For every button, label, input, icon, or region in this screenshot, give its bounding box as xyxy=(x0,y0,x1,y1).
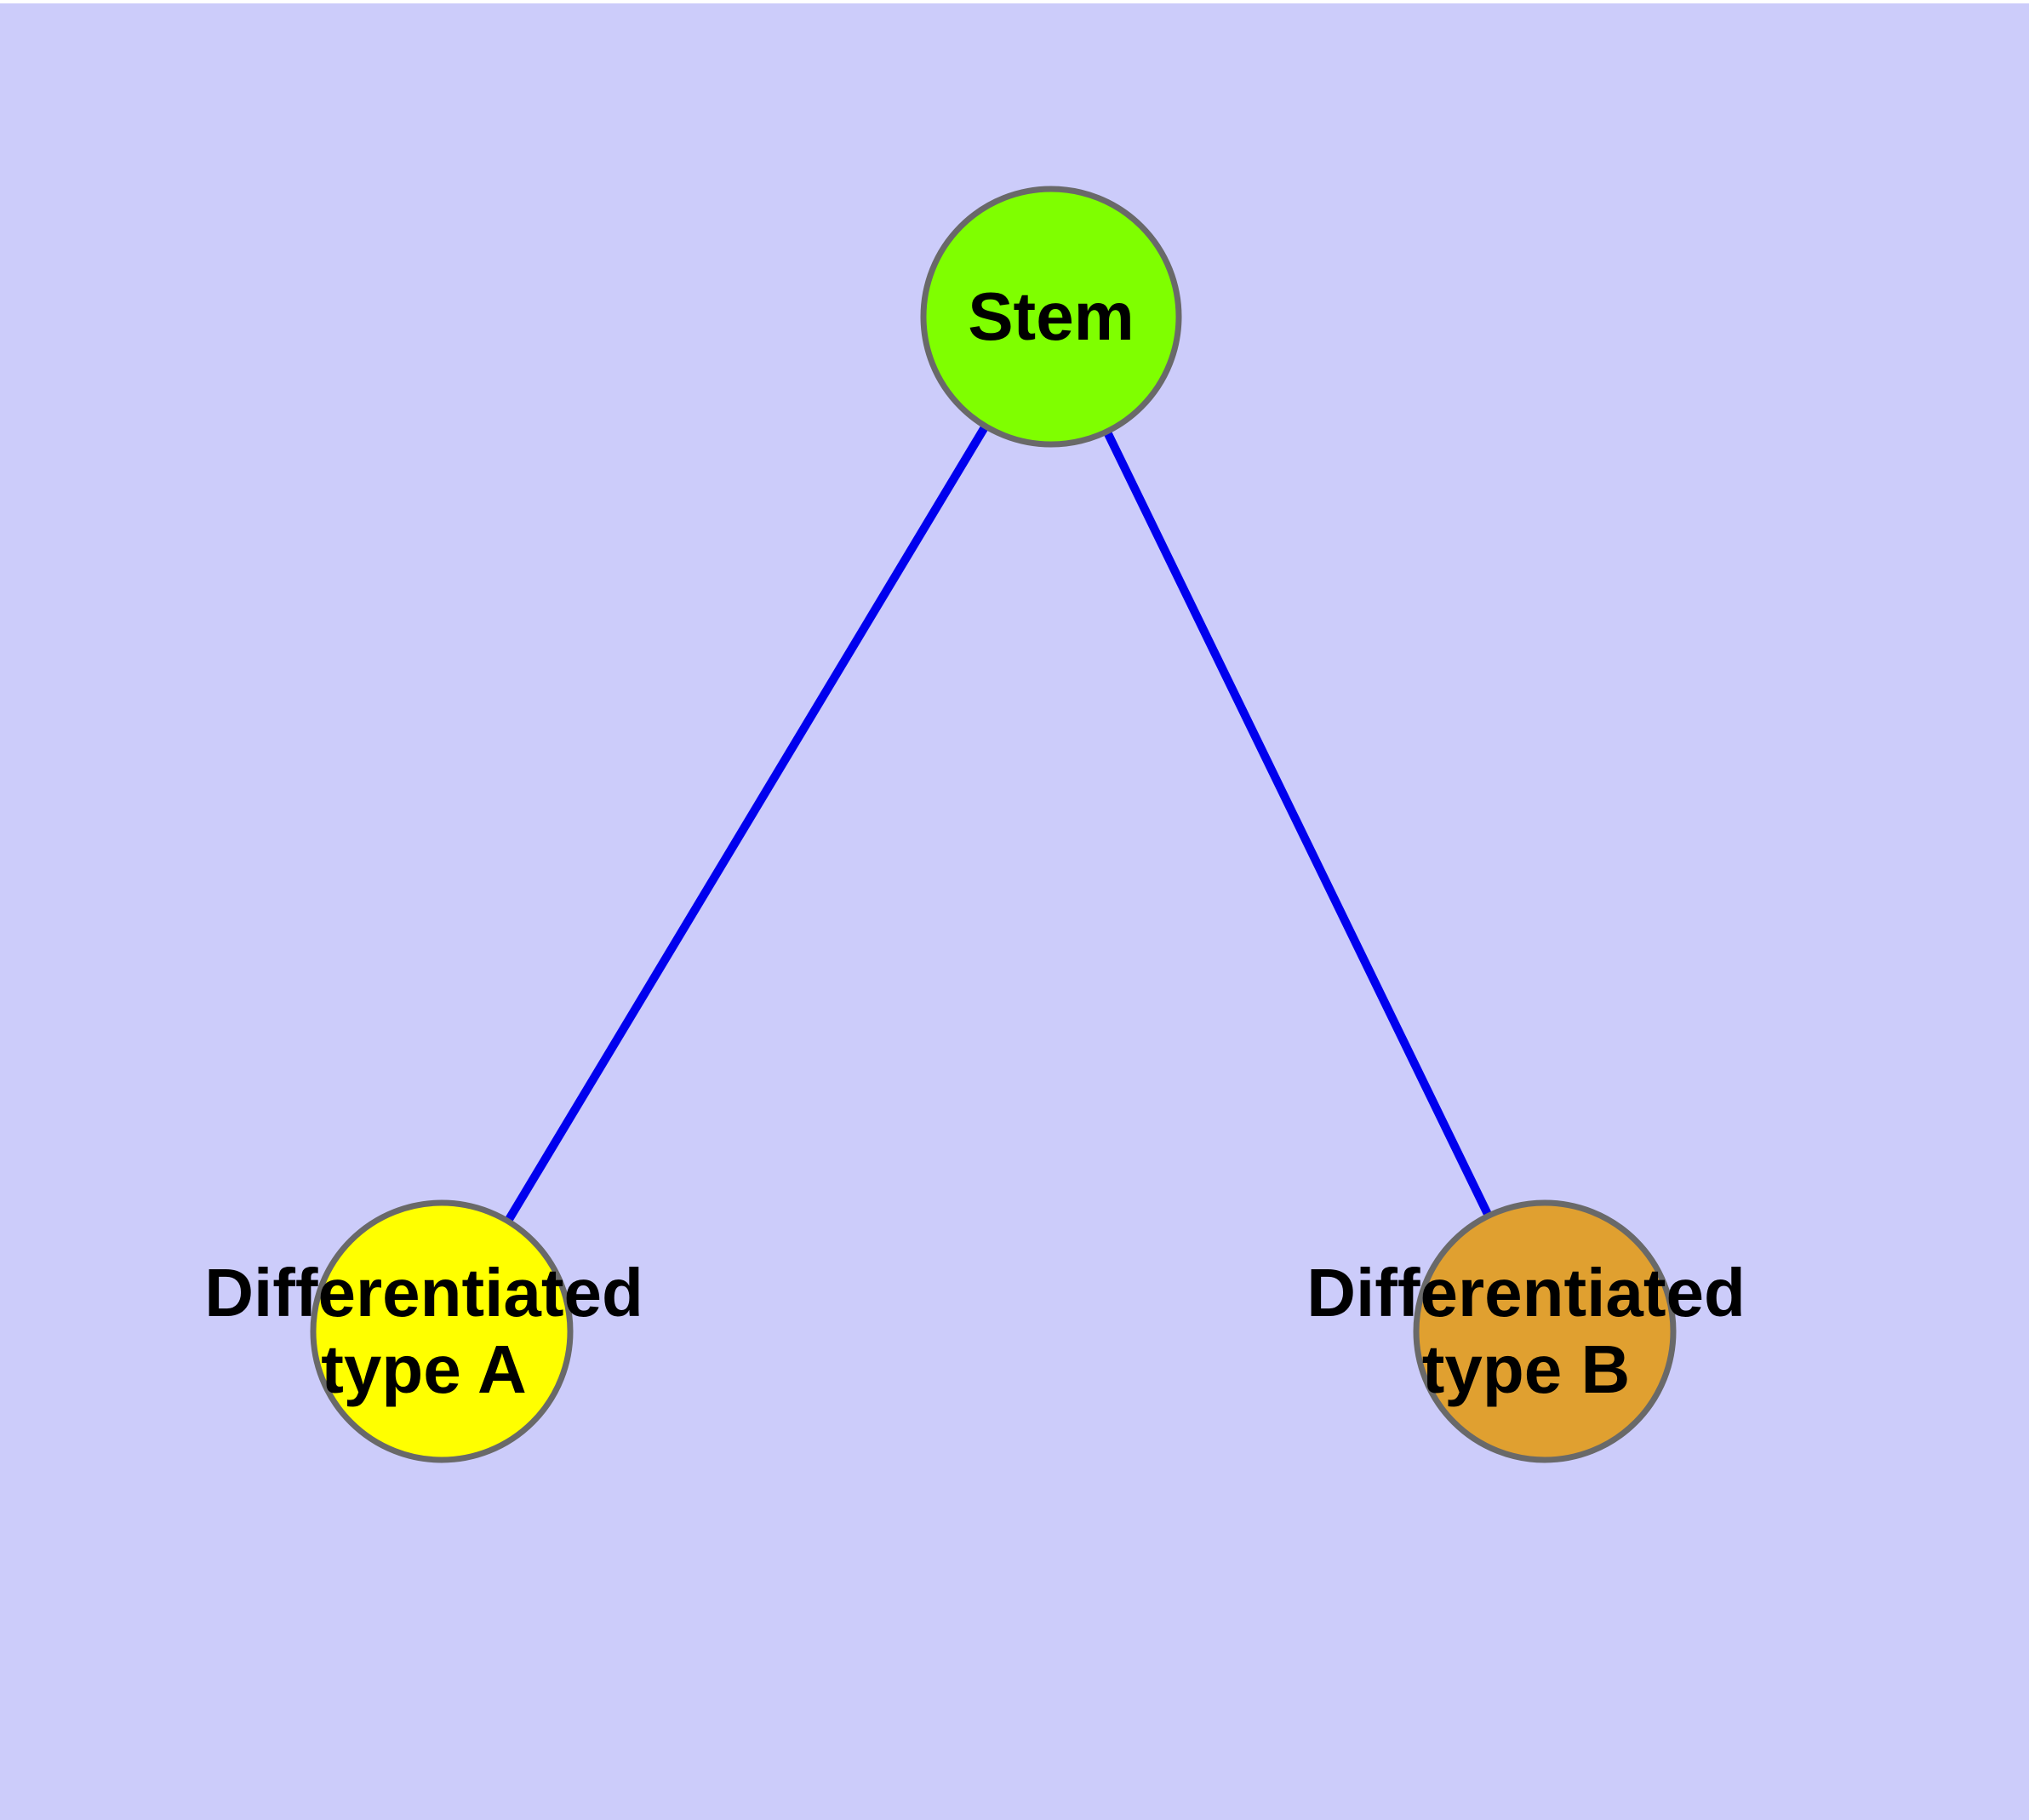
node-label-line: type B xyxy=(1422,1331,1631,1407)
node-label-line: Stem xyxy=(968,278,1135,354)
node-label-line: Differentiated xyxy=(204,1255,643,1331)
node-stem[interactable] xyxy=(920,186,1182,448)
node-label-line: type A xyxy=(321,1331,527,1407)
canvas-top-edge xyxy=(0,0,2029,3)
node-label-stem: Stem xyxy=(968,278,1135,354)
node-label-line: Differentiated xyxy=(1306,1255,1746,1331)
edge-stem-to-diff-a[interactable] xyxy=(437,314,1055,1334)
node-diff-b[interactable] xyxy=(1413,1199,1677,1463)
node-diff-a[interactable] xyxy=(310,1199,574,1463)
nodes-layer xyxy=(310,186,1677,1463)
edges-layer xyxy=(437,314,1549,1334)
edge-stem-to-diff-b[interactable] xyxy=(1047,314,1549,1334)
